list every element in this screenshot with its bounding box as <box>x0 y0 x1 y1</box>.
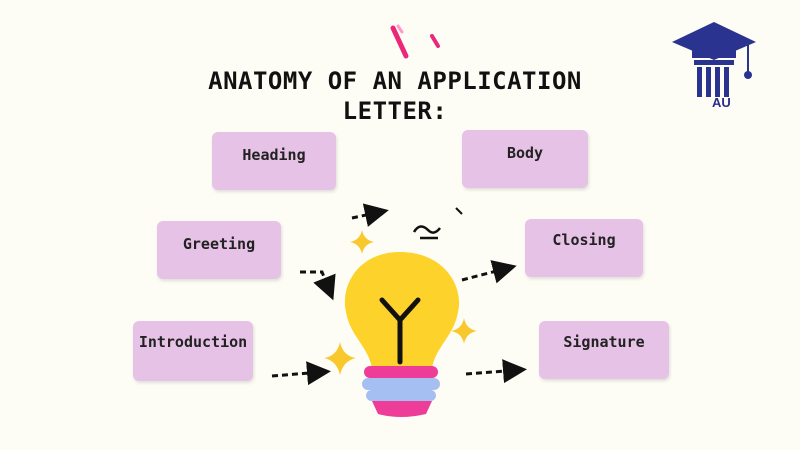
page-title: ANATOMY OF AN APPLICATION LETTER: <box>208 67 582 125</box>
filament <box>379 297 421 365</box>
arrow-closing <box>461 260 517 284</box>
graduation-cap-icon <box>672 22 756 97</box>
arrow-signature <box>465 359 527 384</box>
decorative-strokes <box>390 24 440 59</box>
light-rays <box>412 225 441 234</box>
part-heading-label: Heading <box>242 146 306 164</box>
part-introduction: Introduction <box>133 321 253 381</box>
bulb-base-band <box>364 366 438 378</box>
part-heading: Heading <box>212 132 336 190</box>
part-body: Body <box>462 130 588 188</box>
part-introduction-label: Introduction <box>138 333 248 351</box>
arrow-top-left <box>351 203 389 227</box>
part-greeting: Greeting <box>157 221 281 279</box>
part-greeting-label: Greeting <box>182 235 256 253</box>
sparkle-icon <box>350 230 374 254</box>
sparkle-icon <box>451 318 477 344</box>
part-closing: Closing <box>525 219 643 277</box>
sparkle-icon <box>324 342 356 375</box>
part-signature-label: Signature <box>563 333 645 351</box>
part-signature: Signature <box>539 321 669 379</box>
part-closing-label: Closing <box>552 231 616 249</box>
logo-text: AU <box>712 95 731 110</box>
bulb-glass <box>344 252 460 368</box>
arrow-greeting <box>300 270 336 301</box>
arrow-introduction <box>271 361 331 386</box>
part-body-label: Body <box>506 144 544 162</box>
